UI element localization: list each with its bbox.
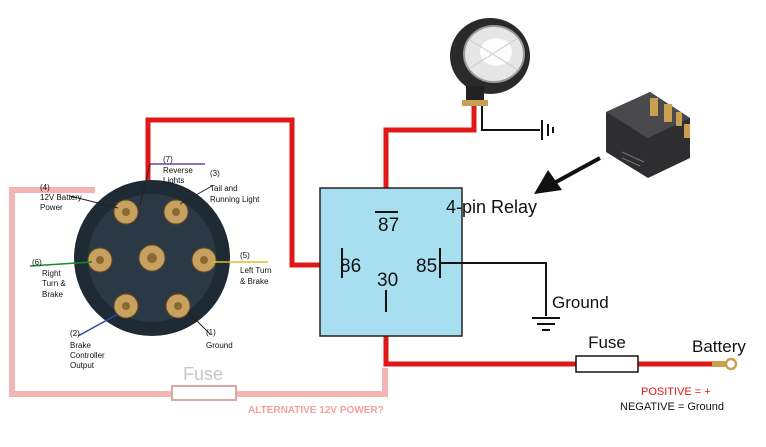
pin4-line1: 12V Battery (40, 193, 82, 202)
pin7-line2: Lights (163, 176, 184, 185)
pin1-line1: Ground (206, 341, 233, 350)
pin4-line2: Power (40, 203, 63, 212)
pin-86-label: 86 (340, 256, 361, 277)
trailer-connector-icon (74, 180, 230, 336)
alt-fuse: Fuse (171, 364, 237, 401)
pin4-num: (4) (40, 183, 50, 192)
alt-power-label: ALTERNATIVE 12V POWER? (248, 405, 384, 416)
pin6-num: (6) (32, 258, 42, 267)
pin6-line1: Right (42, 269, 61, 278)
alt-fuse-label: Fuse (183, 364, 223, 384)
pin5-line2: & Brake (240, 277, 269, 286)
lamp-icon (450, 18, 530, 106)
pin7-num: (7) (163, 155, 173, 164)
pin-85-label: 85 (416, 256, 437, 277)
ground-icon (532, 317, 560, 331)
pin2-line1: Brake (70, 341, 91, 350)
connector-pin-labels: (4) 12V Battery Power (7) Reverse Lights… (29, 155, 272, 370)
relay-photo-icon (606, 92, 690, 178)
alt-power-wire (9, 187, 388, 397)
wire-87-to-lamp (383, 100, 477, 188)
relay: 87 86 85 30 (319, 187, 463, 337)
pin5-line1: Left Turn (240, 266, 272, 275)
battery-terminal: Battery (692, 337, 746, 371)
pin7-line1: Reverse (163, 166, 193, 175)
pin3-line2: Running Light (210, 195, 260, 204)
pin2-line3: Output (70, 361, 95, 370)
ground-label: Ground (552, 293, 609, 312)
lamp-ground-icon (541, 120, 554, 140)
negative-label: NEGATIVE = Ground (620, 401, 724, 413)
relay-label: 4-pin Relay (446, 197, 537, 217)
pin6-line3: Brake (42, 290, 63, 299)
arrow-icon (534, 156, 601, 194)
positive-label: POSITIVE = + (641, 386, 711, 398)
wire-85-to-ground (440, 262, 547, 316)
pin2-num: (2) (70, 329, 80, 338)
battery-label: Battery (692, 337, 746, 356)
pin3-num: (3) (210, 169, 220, 178)
pin3-line1: Tail and (210, 184, 238, 193)
lamp-ground-wire (481, 106, 540, 131)
pin2-line2: Controller (70, 351, 105, 360)
pin1-num: (1) (206, 328, 216, 337)
fuse-label: Fuse (588, 333, 626, 352)
main-fuse: Fuse (575, 333, 639, 373)
pin-87-label: 87 (378, 215, 399, 236)
pin6-line2: Turn & (42, 279, 66, 288)
pin5-num: (5) (240, 251, 250, 260)
pin-30-label: 30 (377, 270, 398, 291)
